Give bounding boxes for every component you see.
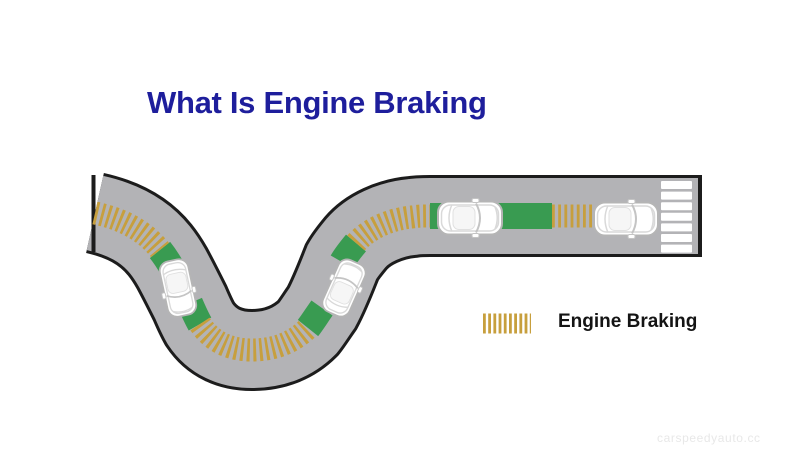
- page-title: What Is Engine Braking: [147, 85, 487, 120]
- car-straight-near-crosswalk: [593, 198, 659, 240]
- watermark: carspeedyauto.cc: [657, 431, 761, 445]
- crosswalk: [661, 181, 692, 253]
- crosswalk-bar: [661, 223, 692, 232]
- car-straight-lead: [437, 197, 503, 239]
- engine-braking-zone: [92, 201, 169, 258]
- road-left-end-edge: [91, 175, 96, 252]
- crosswalk-bar: [661, 244, 692, 253]
- engine-braking-zone: [347, 204, 431, 251]
- legend-label: Engine Braking: [558, 311, 698, 332]
- green-zone-segment: [297, 300, 333, 337]
- crosswalk-bar: [661, 234, 692, 242]
- crosswalk-bar: [661, 212, 692, 221]
- crosswalk-bar: [661, 181, 692, 189]
- crosswalk-bar: [661, 202, 692, 211]
- crosswalk-bar: [661, 191, 692, 200]
- road-right-end-edge: [698, 175, 702, 257]
